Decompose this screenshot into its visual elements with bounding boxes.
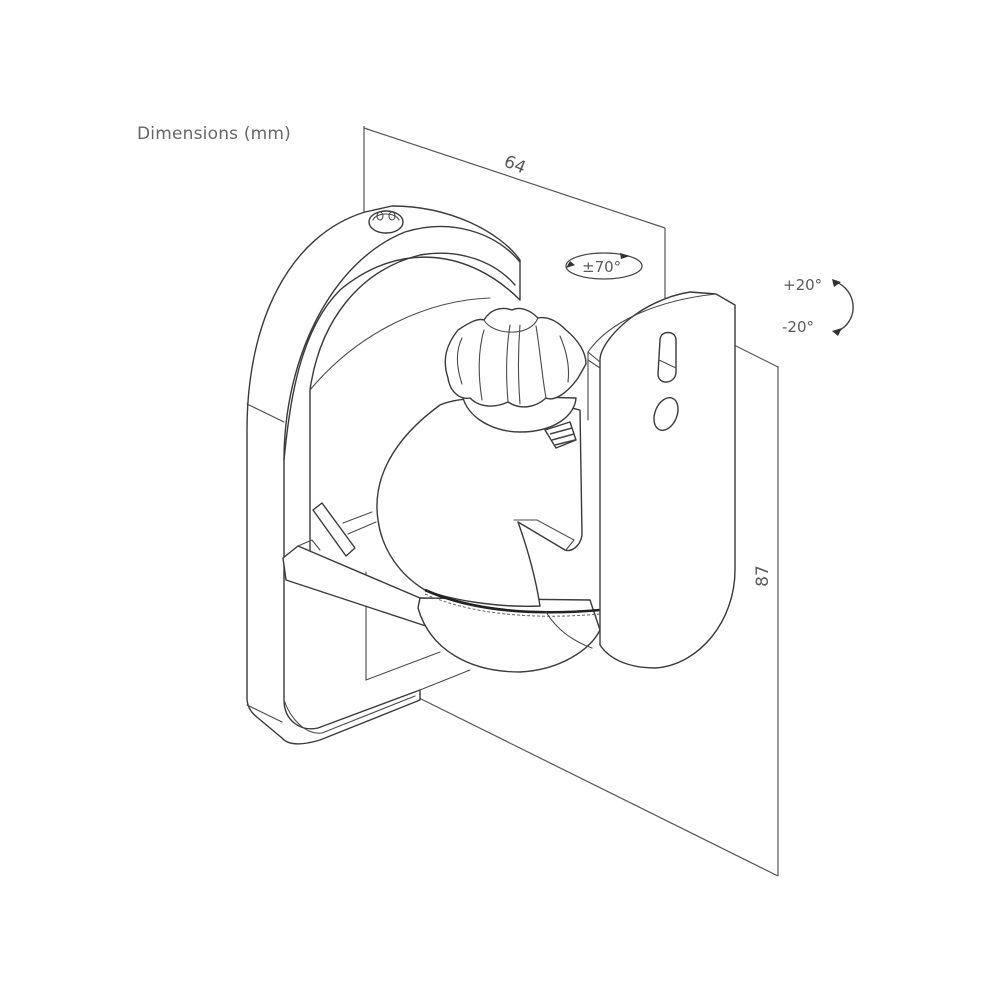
height-dimension-label: 87 bbox=[752, 565, 773, 587]
screw bbox=[368, 210, 404, 234]
diagram-title: Dimensions (mm) bbox=[137, 124, 292, 144]
speaker-plate bbox=[587, 291, 736, 669]
screw-hole bbox=[653, 397, 679, 431]
rotation-arrow-icon bbox=[565, 252, 643, 280]
rotation-angle-label: ±70° bbox=[582, 258, 622, 276]
width-dimension-line bbox=[363, 127, 666, 229]
tilt-arrow-icon bbox=[832, 279, 854, 336]
tilt-down-angle-label: -20° bbox=[782, 318, 814, 336]
keyhole-slot bbox=[657, 331, 677, 383]
ball-joint bbox=[376, 397, 601, 673]
height-extension-bottom bbox=[412, 694, 779, 877]
tilt-up-angle-label: +20° bbox=[783, 276, 823, 294]
locking-knob bbox=[444, 307, 587, 449]
wall-plate bbox=[246, 205, 521, 745]
